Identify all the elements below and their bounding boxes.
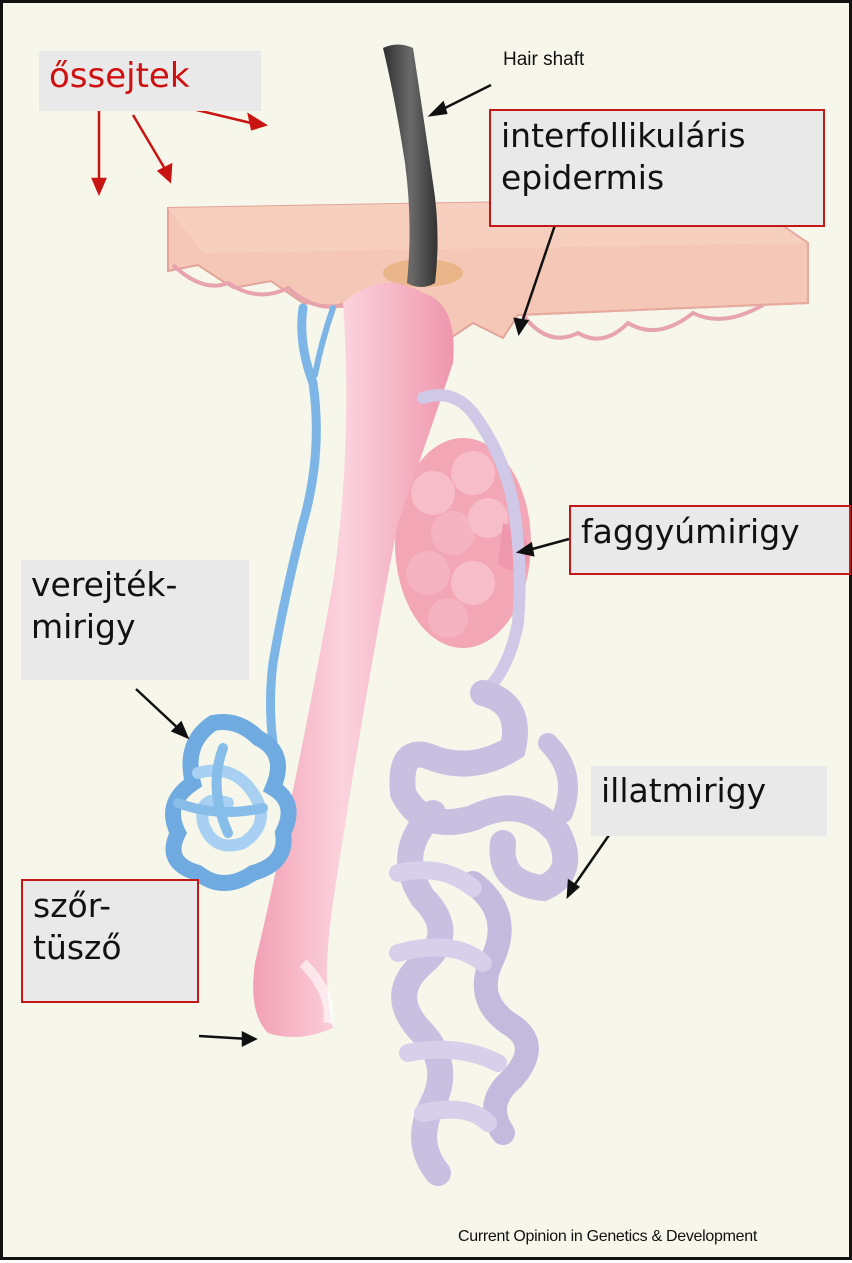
sweat-gland-label: verejték- mirigy xyxy=(21,560,249,680)
interfollicular-epidermis-label: interfollikuláris epidermis xyxy=(489,109,825,227)
source-credit: Current Opinion in Genetics & Developmen… xyxy=(458,1228,757,1246)
hair-follicle-label: szőr- tüsző xyxy=(21,879,199,1003)
sebaceous-gland-label: faggyúmirigy xyxy=(569,505,851,575)
stem-cells-label: őssejtek xyxy=(39,51,261,111)
scent-gland-label: illatmirigy xyxy=(591,766,827,836)
hair-shaft-label: Hair shaft xyxy=(503,49,584,71)
stem-cell-arrows xyxy=(93,105,265,193)
follicle-arrow xyxy=(199,1036,249,1039)
sweat-arrow xyxy=(136,689,181,731)
